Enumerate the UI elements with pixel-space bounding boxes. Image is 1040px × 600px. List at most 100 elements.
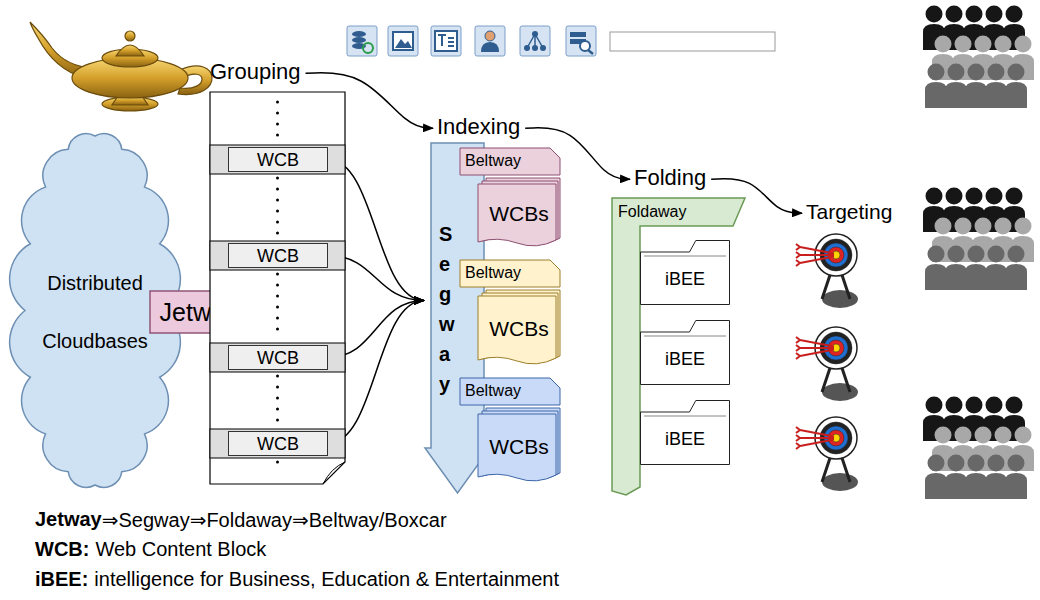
icon-frame [388, 26, 418, 56]
foldaway-panel: FoldingFoldawayiBEEiBEEiBEE [612, 198, 745, 495]
block-box [229, 346, 328, 370]
node-label: Beltway [465, 152, 521, 170]
folder-icon: iBEE [640, 240, 730, 305]
target-arrow [800, 430, 834, 437]
icon-glyph [481, 42, 499, 52]
person-head [975, 218, 992, 235]
person-head [926, 6, 943, 23]
icon-glyph [395, 39, 412, 48]
person-head [966, 397, 983, 414]
key-text: WCB: [35, 538, 89, 561]
icon-glyph [524, 45, 530, 51]
ellipsis-dots [276, 274, 279, 337]
node-label: WCB [228, 149, 328, 170]
icon-glyph [352, 37, 366, 43]
arrow-fletch [796, 435, 800, 441]
person-head [966, 6, 983, 23]
person-head [968, 455, 985, 472]
person-body [945, 82, 967, 108]
beltway-folder: BeltwayWCBs [460, 148, 560, 250]
block-box [229, 244, 328, 268]
archery-target [796, 327, 858, 401]
person-head [1008, 64, 1025, 81]
panel-shape [612, 198, 745, 495]
lamp-part [116, 45, 144, 56]
arrow-fletch [796, 443, 800, 449]
target-arrow [800, 247, 834, 254]
archery-target [796, 417, 858, 491]
target-shadow [822, 383, 858, 401]
person-head [968, 246, 985, 263]
node-label: Foldaway [618, 203, 686, 221]
person-body [985, 473, 1007, 499]
arrow-fletch [796, 353, 800, 359]
person-head [1015, 218, 1032, 235]
person-head [946, 6, 963, 23]
folder-icon: iBEE [640, 320, 730, 385]
person-head [926, 188, 943, 205]
person-body [1005, 82, 1027, 108]
node-label: WCB [228, 433, 328, 454]
person-body [985, 82, 1007, 108]
person-body [945, 473, 967, 499]
person-head [966, 188, 983, 205]
person-head [955, 427, 972, 444]
person-head [995, 427, 1012, 444]
node-label: Beltway [465, 382, 521, 400]
archery-target [796, 234, 858, 308]
person-head [928, 455, 945, 472]
content-block: WCB [228, 431, 328, 456]
icon-frame [475, 26, 505, 56]
target-shadow [822, 290, 858, 308]
person-head [1015, 36, 1032, 53]
lamp-part [102, 97, 158, 111]
person-head [928, 64, 945, 81]
folder-line [644, 256, 726, 257]
key-text: iBEE: [35, 568, 88, 591]
person-body [945, 264, 967, 290]
node-label: Indexing [437, 114, 520, 140]
folder-tab [460, 378, 560, 405]
icon-glyph [570, 32, 586, 37]
person-head [946, 397, 963, 414]
icon-glyph [532, 45, 538, 51]
node-label: Distributed Cloudbases [27, 254, 163, 370]
node-label: Segway [439, 219, 459, 399]
folder-icon: iBEE [640, 400, 730, 465]
icon-glyph [435, 31, 457, 51]
ellipsis-dots [276, 376, 279, 423]
person-head [935, 427, 952, 444]
target-arrow [800, 440, 834, 447]
block-box [229, 148, 328, 172]
person-head [986, 397, 1003, 414]
person-head [1006, 188, 1023, 205]
person-head [975, 427, 992, 444]
person-head [986, 6, 1003, 23]
icon-glyph [540, 45, 546, 51]
person-body [925, 82, 947, 108]
node-label: WCB [228, 245, 328, 266]
toolbar-icon [475, 26, 505, 56]
icon-glyph [352, 31, 366, 37]
person-head [988, 64, 1005, 81]
node-label: iBEE [640, 349, 730, 370]
ellipsis-dots [276, 458, 279, 462]
person-head [948, 455, 965, 472]
arrow-fletch [796, 244, 800, 250]
person-head [1008, 246, 1025, 263]
icon-glyph [438, 35, 454, 46]
toolbar-icon [388, 26, 418, 56]
folder-shape [641, 241, 730, 305]
content-block: WCB [228, 147, 328, 172]
person-body [965, 82, 987, 108]
node-label: Folding [634, 165, 706, 191]
person-head [995, 36, 1012, 53]
person-head [988, 455, 1005, 472]
search-input [610, 32, 775, 51]
person-body [925, 473, 947, 499]
icon-glyph [393, 32, 413, 50]
person-head [926, 397, 943, 414]
audience-crowd [923, 397, 1034, 500]
node-label: iBEE [640, 429, 730, 450]
person-body [985, 264, 1007, 290]
